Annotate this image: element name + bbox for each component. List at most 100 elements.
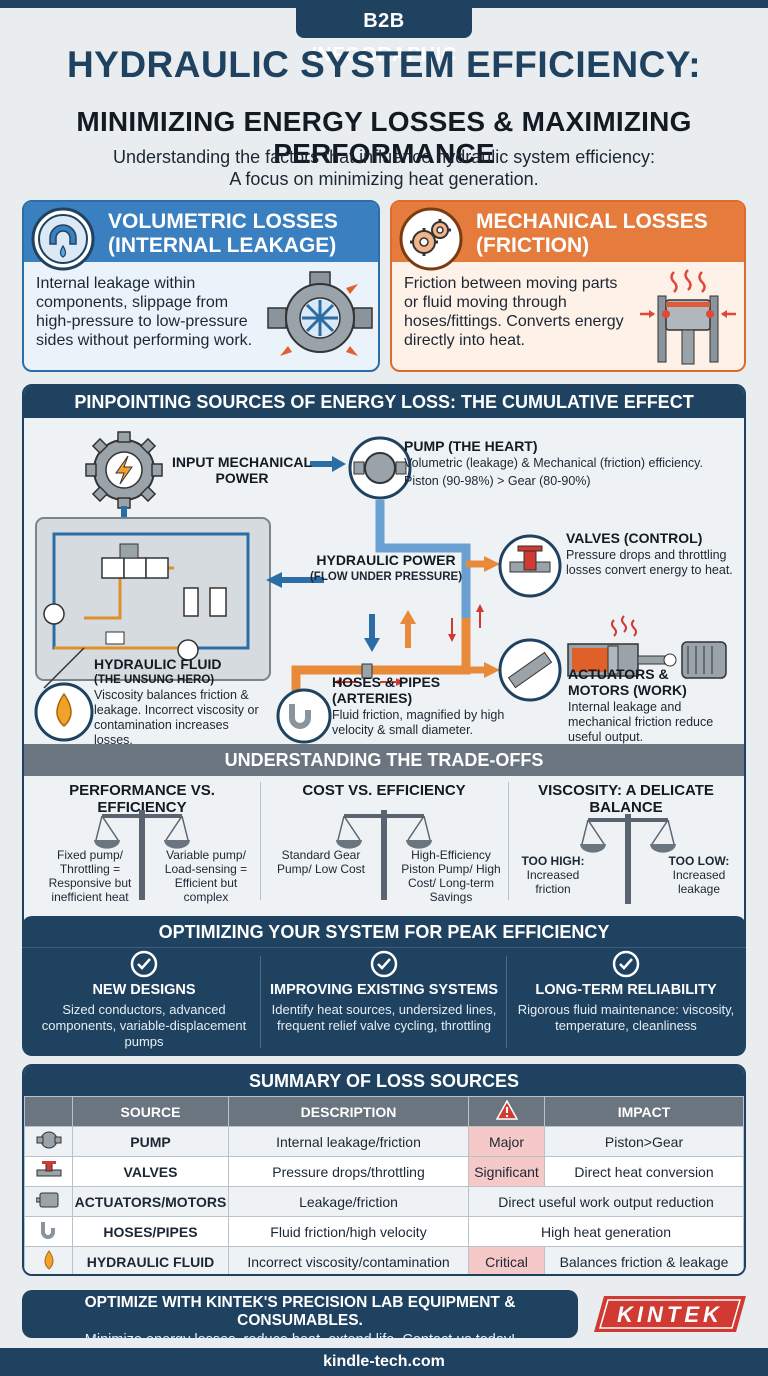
row-source: PUMP (72, 1126, 229, 1157)
opt-title-3: LONG-TERM RELIABILITY (535, 982, 717, 998)
row-severity: Critical (468, 1246, 545, 1274)
valves-title: VALVES (CONTROL) (566, 530, 703, 546)
hose-icon (24, 1216, 73, 1247)
warning-icon (495, 1099, 518, 1120)
check-circle-icon (130, 950, 158, 978)
cta-line-2: Minimize energy losses, reduce heat, ext… (84, 1332, 516, 1348)
table-row: PUMP Internal leakage/friction Major Pis… (24, 1126, 744, 1157)
category-tag: B2B INFOGRAPHIC (296, 4, 472, 66)
row-desc: Pressure drops/throttling (228, 1156, 469, 1187)
optimize-band: OPTIMIZING YOUR SYSTEM FOR PEAK EFFICIEN… (22, 916, 746, 948)
check-circle-icon (370, 950, 398, 978)
pump-leak-icon (267, 271, 373, 356)
row-desc: Fluid friction/high velocity (228, 1216, 469, 1247)
summary-band: SUMMARY OF LOSS SOURCES (24, 1066, 744, 1096)
table-row: ACTUATORS/MOTORS Leakage/friction Direct… (24, 1186, 744, 1217)
mechanical-title: MECHANICAL LOSSES (FRICTION) (476, 210, 708, 258)
volumetric-body: Internal leakage within components, slip… (36, 275, 253, 349)
optimize-section: OPTIMIZING YOUR SYSTEM FOR PEAK EFFICIEN… (22, 916, 746, 1056)
mechanical-body: Friction between moving parts or fluid m… (404, 275, 624, 349)
visc-right-head: TOO LOW: (668, 854, 730, 868)
row-desc: Incorrect viscosity/contamination (228, 1246, 469, 1274)
tradeoffs-band: UNDERSTANDING THE TRADE-OFFS (24, 744, 744, 776)
table-header-row: SOURCE DESCRIPTION IMPACT (24, 1096, 744, 1127)
volumetric-title-1: VOLUMETRIC LOSSES (108, 210, 338, 233)
scale-icon (580, 814, 676, 904)
row-severity: Major (468, 1126, 545, 1157)
pump-desc-2: Piston (90-98%) > Gear (80-90%) (404, 474, 591, 488)
table-row: HOSES/PIPES Fluid friction/high velocity… (24, 1216, 744, 1247)
opt-desc-3: Rigorous fluid maintenance: viscosity, t… (517, 1002, 735, 1033)
header-impact: IMPACT (544, 1096, 744, 1127)
header-warning (468, 1096, 545, 1127)
cost-right: High-Efficiency Piston Pump/ High Cost/ … (401, 848, 501, 904)
input-power-label: INPUT MECHANICAL POWER (172, 454, 312, 486)
cost-left: Standard Gear Pump/ Low Cost (276, 848, 366, 876)
opt-title-2: IMPROVING EXISTING SYSTEMS (269, 982, 498, 998)
header-source: SOURCE (72, 1096, 229, 1127)
summary-table: SOURCE DESCRIPTION IMPACT PUMP Internal … (24, 1096, 744, 1274)
pump-title: PUMP (THE HEART) (404, 438, 538, 454)
row-impact: High heat generation (468, 1216, 744, 1247)
circuit-diagram (34, 431, 727, 744)
opt-divider-1 (260, 956, 261, 1048)
perf-title: PERFORMANCE VS. EFFICIENCY (69, 782, 215, 816)
header-description: DESCRIPTION (228, 1096, 469, 1127)
hydraulic-power-sub: (FLOW UNDER PRESSURE) (309, 571, 463, 583)
row-impact: Balances friction & leakage (544, 1246, 744, 1274)
hoses-desc: Fluid friction, magnified by high veloci… (332, 708, 505, 737)
opt-title-1: NEW DESIGNS (92, 982, 196, 998)
visc-left-head: TOO HIGH: (521, 854, 585, 868)
piston-heat-icon (640, 269, 736, 365)
cta-box[interactable]: OPTIMIZE WITH KINTEK'S PRECISION LAB EQU… (22, 1290, 578, 1348)
scale-icon (336, 810, 432, 900)
row-desc: Leakage/friction (228, 1186, 469, 1217)
kintek-logo[interactable]: KINTEK (594, 1294, 746, 1334)
opt-existing-systems: IMPROVING EXISTING SYSTEMS Identify heat… (268, 916, 500, 1034)
row-source: VALVES (72, 1156, 229, 1187)
cta-line-1: OPTIMIZE WITH KINTEK'S PRECISION LAB EQU… (84, 1294, 516, 1329)
intro-line-1: Understanding the factors that influence… (113, 147, 655, 167)
row-impact: Direct heat conversion (544, 1156, 744, 1187)
footer-url[interactable]: kindle-tech.com (0, 1348, 768, 1376)
perf-right: Variable pump/ Load-sensing = Efficient … (164, 848, 248, 904)
table-row: HYDRAULIC FLUID Incorrect viscosity/cont… (24, 1246, 744, 1274)
row-impact: Piston>Gear (544, 1126, 744, 1157)
input-gear-icon (85, 431, 163, 509)
valves-desc: Pressure drops and throttling losses con… (566, 548, 733, 577)
pump-desc-1: Volumetric (leakage) & Mechanical (frict… (404, 456, 703, 470)
intro-line-2: A focus on minimizing heat generation. (229, 169, 539, 189)
logo-text: KINTEK (617, 1302, 723, 1327)
fluid-desc: Viscosity balances friction & leakage. I… (94, 688, 259, 747)
visc-title: VISCOSITY: A DELICATE BALANCE (538, 782, 714, 816)
volumetric-losses-card: VOLUMETRIC LOSSES (INTERNAL LEAKAGE) Int… (22, 200, 380, 372)
row-severity: Significant (468, 1156, 545, 1187)
row-source: HOSES/PIPES (72, 1216, 229, 1247)
perf-left: Fixed pump/ Throttling = Responsive but … (48, 848, 132, 904)
opt-desc-1: Sized conductors, advanced components, v… (41, 1002, 247, 1049)
opt-long-term: LONG-TERM RELIABILITY Rigorous fluid mai… (510, 916, 742, 1034)
visc-left: Increased friction (526, 868, 580, 896)
table-row: VALVES Pressure drops/throttling Signifi… (24, 1156, 744, 1187)
opt-divider-2 (506, 956, 507, 1048)
actuators-desc: Internal leakage and mechanical friction… (568, 700, 714, 744)
check-circle-icon (612, 950, 640, 978)
oil-drop-icon (24, 1246, 73, 1274)
main-title: HYDRAULIC SYSTEM EFFICIENCY: (66, 44, 702, 85)
opt-desc-2: Identify heat sources, undersized lines,… (271, 1002, 497, 1033)
divider-1 (260, 782, 261, 900)
hydraulic-power-title: HYDRAULIC POWER (316, 552, 456, 568)
mechanical-title-2: (FRICTION) (476, 234, 590, 257)
mechanical-title-1: MECHANICAL LOSSES (476, 210, 708, 233)
scale-icon (94, 810, 190, 900)
main-subtitle: MINIMIZING ENERGY LOSSES & MAXIMIZING PE… (76, 106, 692, 169)
divider-2 (508, 782, 509, 900)
gears-icon (399, 207, 463, 271)
row-desc: Internal leakage/friction (228, 1126, 469, 1157)
row-source: ACTUATORS/MOTORS (72, 1186, 229, 1217)
row-impact: Direct useful work output reduction (468, 1186, 744, 1217)
fluid-title: HYDRAULIC FLUID (94, 656, 222, 672)
hoses-title: HOSES & PIPES (ARTERIES) (332, 674, 441, 706)
intro-text: Understanding the factors that influence… (0, 146, 768, 190)
valve-icon (24, 1156, 73, 1187)
